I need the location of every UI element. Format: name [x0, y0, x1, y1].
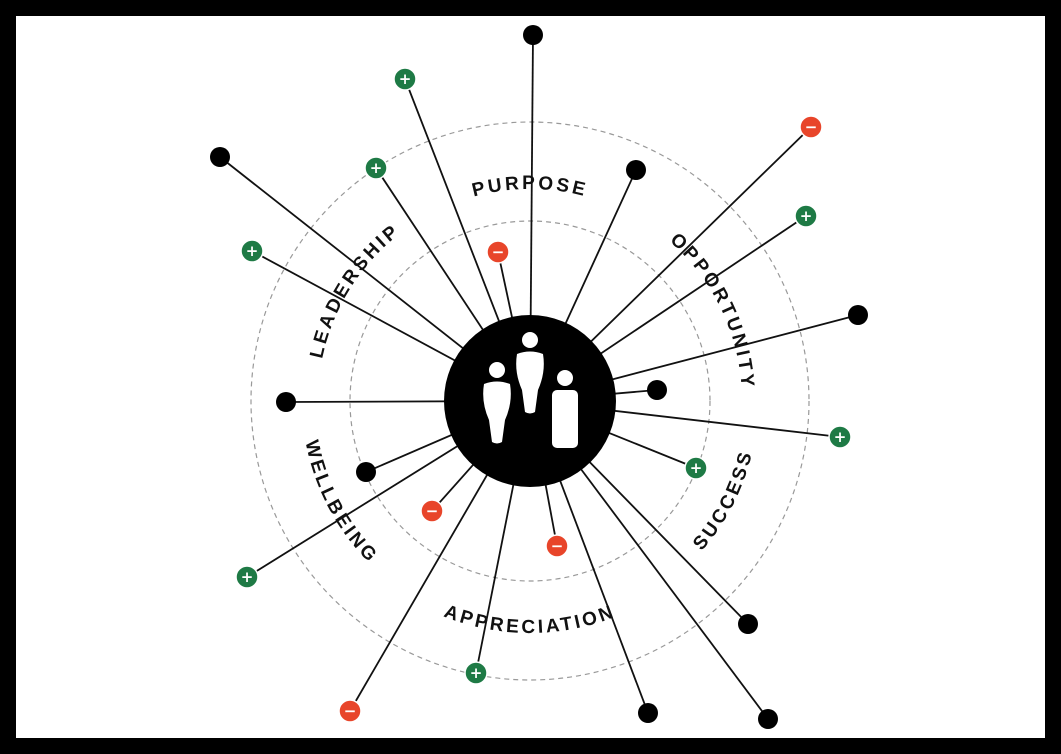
dot-marker — [523, 25, 543, 45]
minus-sign: − — [551, 537, 564, 555]
outer-ring — [250, 121, 810, 681]
plus-icon — [393, 67, 417, 91]
plus-sign: + — [246, 242, 259, 260]
minus-icon — [420, 499, 444, 523]
plus-icon — [240, 239, 264, 263]
spoke-positive: + — [529, 204, 818, 402]
minus-icon — [486, 240, 510, 264]
dot-marker — [626, 160, 646, 180]
minus-sign: − — [426, 502, 439, 520]
plus-sign: + — [690, 459, 703, 477]
label-opportunity: OPPORTUNITY — [666, 229, 758, 390]
dot-marker — [356, 462, 376, 482]
dot-marker — [210, 147, 230, 167]
label-appreciation: APPRECIATION — [441, 601, 618, 638]
dot-marker — [276, 392, 296, 412]
minus-sign: − — [805, 118, 818, 136]
plus-icon — [364, 156, 388, 180]
minus-sign: − — [492, 243, 505, 261]
plus-sign: + — [370, 159, 383, 177]
inner-ring — [349, 220, 711, 582]
label-wellbeing: WELLBEING — [301, 438, 383, 568]
dot-marker — [638, 703, 658, 723]
plus-sign: + — [800, 207, 813, 225]
dot-marker — [848, 305, 868, 325]
plus-icon — [684, 456, 708, 480]
dot-marker — [738, 614, 758, 634]
spoke-negative: − — [338, 400, 531, 723]
people-group-icon — [444, 315, 616, 487]
dot-marker — [758, 709, 778, 729]
minus-icon — [338, 699, 362, 723]
dot-marker — [647, 380, 667, 400]
label-purpose: PURPOSE — [470, 173, 590, 201]
minus-sign: − — [344, 702, 357, 720]
minus-icon — [799, 115, 823, 139]
plus-icon — [464, 661, 488, 685]
minus-icon — [545, 534, 569, 558]
plus-sign: + — [470, 664, 483, 682]
plus-sign: + — [241, 568, 254, 586]
plus-icon — [235, 565, 259, 589]
plus-sign: + — [399, 70, 412, 88]
plus-icon — [794, 204, 818, 228]
plus-icon — [828, 425, 852, 449]
plus-sign: + — [834, 428, 847, 446]
